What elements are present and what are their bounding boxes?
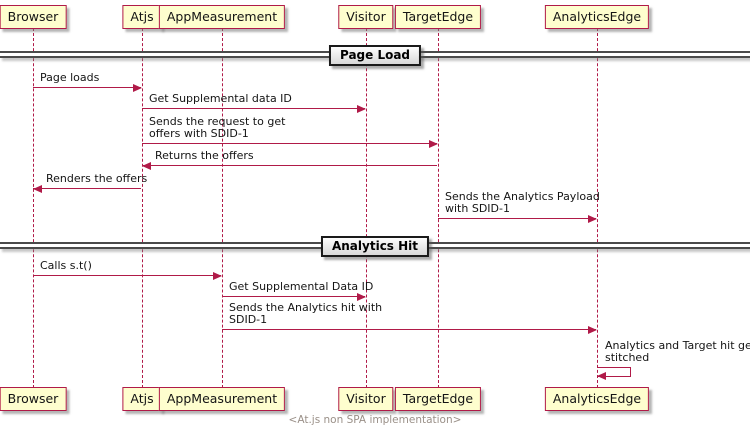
participant-box-bottom-appmeasurement: AppMeasurement [158, 387, 286, 411]
message-label-6: Calls s.t() [40, 259, 92, 272]
lifeline-browser [32, 28, 34, 388]
message-label-4: Renders the offers [46, 172, 148, 185]
lifeline-atjs [141, 28, 143, 388]
message-arrowhead-5 [588, 214, 597, 223]
lifeline-visitor [365, 28, 367, 388]
message-line-6 [33, 275, 221, 276]
divider-label-page-load: Page Load [328, 45, 422, 66]
message-label-7: Get Supplemental Data ID [229, 280, 374, 293]
lifeline-targetedge [437, 28, 439, 388]
message-arrowhead-1 [357, 104, 366, 113]
diagram-footer-caption: <At.js non SPA implementation> [288, 414, 462, 426]
message-label-1: Get Supplemental data ID [149, 92, 292, 105]
message-line-0 [33, 87, 141, 88]
message-arrowhead-6 [213, 271, 222, 280]
participant-box-bottom-browser: Browser [0, 387, 67, 411]
participant-box-top-analyticsedge: AnalyticsEdge [544, 5, 650, 29]
message-label-5: Sends the Analytics Payload with SDID-1 [445, 189, 600, 215]
message-label-2: Sends the request to get offers with SDI… [149, 114, 286, 140]
message-label-0: Page loads [40, 71, 100, 84]
divider-label-analytics-hit: Analytics Hit [320, 236, 430, 257]
message-arrowhead-3 [142, 161, 151, 170]
message-arrowhead-7 [357, 292, 366, 301]
self-message-arrowhead [597, 371, 606, 380]
message-line-3 [142, 165, 437, 166]
message-line-8 [222, 329, 596, 330]
message-label-3: Returns the offers [155, 149, 254, 162]
message-line-4 [33, 188, 141, 189]
message-line-5 [438, 218, 596, 219]
message-label-8: Sends the Analytics hit with SDID-1 [229, 300, 383, 326]
participant-box-top-visitor: Visitor [338, 5, 394, 29]
message-arrowhead-8 [588, 325, 597, 334]
participant-box-bottom-analyticsedge: AnalyticsEdge [544, 387, 650, 411]
message-line-1 [142, 108, 365, 109]
lifeline-analyticsedge [596, 28, 598, 388]
message-line-7 [222, 296, 365, 297]
message-arrowhead-2 [429, 139, 438, 148]
self-message-loop [597, 367, 631, 377]
message-arrowhead-4 [33, 184, 42, 193]
participant-box-top-browser: Browser [0, 5, 67, 29]
message-arrowhead-0 [133, 83, 142, 92]
participant-box-bottom-visitor: Visitor [338, 387, 394, 411]
participant-box-top-targetedge: TargetEdge [394, 5, 482, 29]
message-line-2 [142, 143, 437, 144]
self-message-label: Analytics and Target hit get stitched [605, 338, 750, 364]
lifeline-appmeasurement [221, 28, 223, 388]
participant-box-bottom-atjs: Atjs [122, 387, 162, 411]
participant-box-top-atjs: Atjs [122, 5, 162, 29]
participant-box-bottom-targetedge: TargetEdge [394, 387, 482, 411]
participant-box-top-appmeasurement: AppMeasurement [158, 5, 286, 29]
